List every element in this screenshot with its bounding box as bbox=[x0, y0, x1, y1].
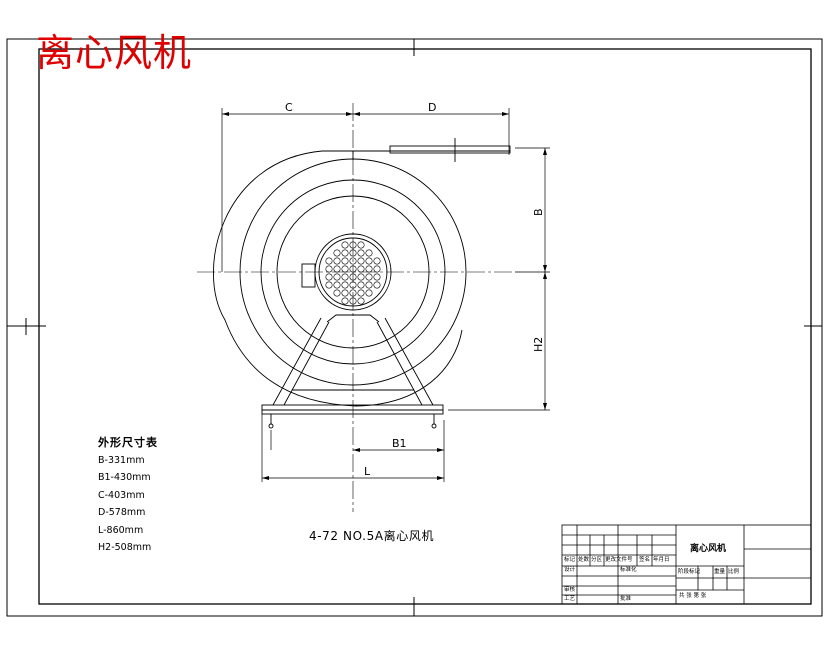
spec-row-c: C-403mm bbox=[98, 489, 145, 501]
tb-scale-label: 比例 bbox=[728, 569, 740, 575]
tb-review-label: 审核 bbox=[564, 587, 576, 593]
spec-row-d: D-578mm bbox=[98, 507, 146, 518]
tb-header-date: 年月日 bbox=[653, 557, 670, 563]
model-caption: 4-72 NO.5A离心风机 bbox=[309, 529, 435, 543]
dim-label-d: D bbox=[428, 101, 436, 114]
dim-label-b: B bbox=[532, 208, 545, 216]
tb-header-mark: 标记 bbox=[564, 557, 576, 563]
center-lines bbox=[197, 103, 512, 512]
dim-label-l: L bbox=[364, 465, 371, 478]
tb-header-count: 处数 bbox=[578, 557, 590, 563]
spec-row-l: L-860mm bbox=[98, 524, 144, 536]
dim-label-c: C bbox=[285, 101, 293, 114]
tb-process-label: 工艺 bbox=[564, 596, 576, 602]
title-block-grid bbox=[561, 524, 812, 605]
spec-table: 外形尺寸表 B-331mm B1-430mm C-403mm D-578mm L… bbox=[98, 434, 158, 557]
tb-weight-label: 重量 bbox=[714, 569, 726, 575]
tb-header-zone: 分区 bbox=[591, 557, 603, 563]
tb-stage-label: 阶段标记 bbox=[678, 569, 701, 575]
dimension-lines bbox=[221, 108, 550, 482]
spec-heading: 外形尺寸表 bbox=[98, 436, 158, 449]
tb-header-sign: 签名 bbox=[639, 557, 651, 563]
title-block-name: 离心风机 bbox=[690, 544, 727, 554]
tb-sheets-text: 共 张 第 张 bbox=[679, 593, 707, 599]
dimension-arrows bbox=[222, 112, 547, 480]
tb-approve-label: 批准 bbox=[620, 596, 632, 602]
dim-label-h2: H2 bbox=[532, 337, 545, 352]
frame-ticks bbox=[7, 39, 822, 616]
drawing-title: 离心风机 bbox=[36, 31, 193, 75]
spec-row-h2: H2-508mm bbox=[98, 542, 152, 553]
spec-row-b1: B1-430mm bbox=[98, 472, 151, 483]
tb-design-label: 设计 bbox=[564, 567, 576, 573]
tb-header-change-no: 更改文件号 bbox=[605, 557, 633, 563]
dim-label-b1: B1 bbox=[392, 437, 407, 450]
support-stand bbox=[261, 314, 444, 429]
tb-standard-label: 标准化 bbox=[620, 567, 637, 573]
spec-row-b: B-331mm bbox=[98, 454, 145, 466]
